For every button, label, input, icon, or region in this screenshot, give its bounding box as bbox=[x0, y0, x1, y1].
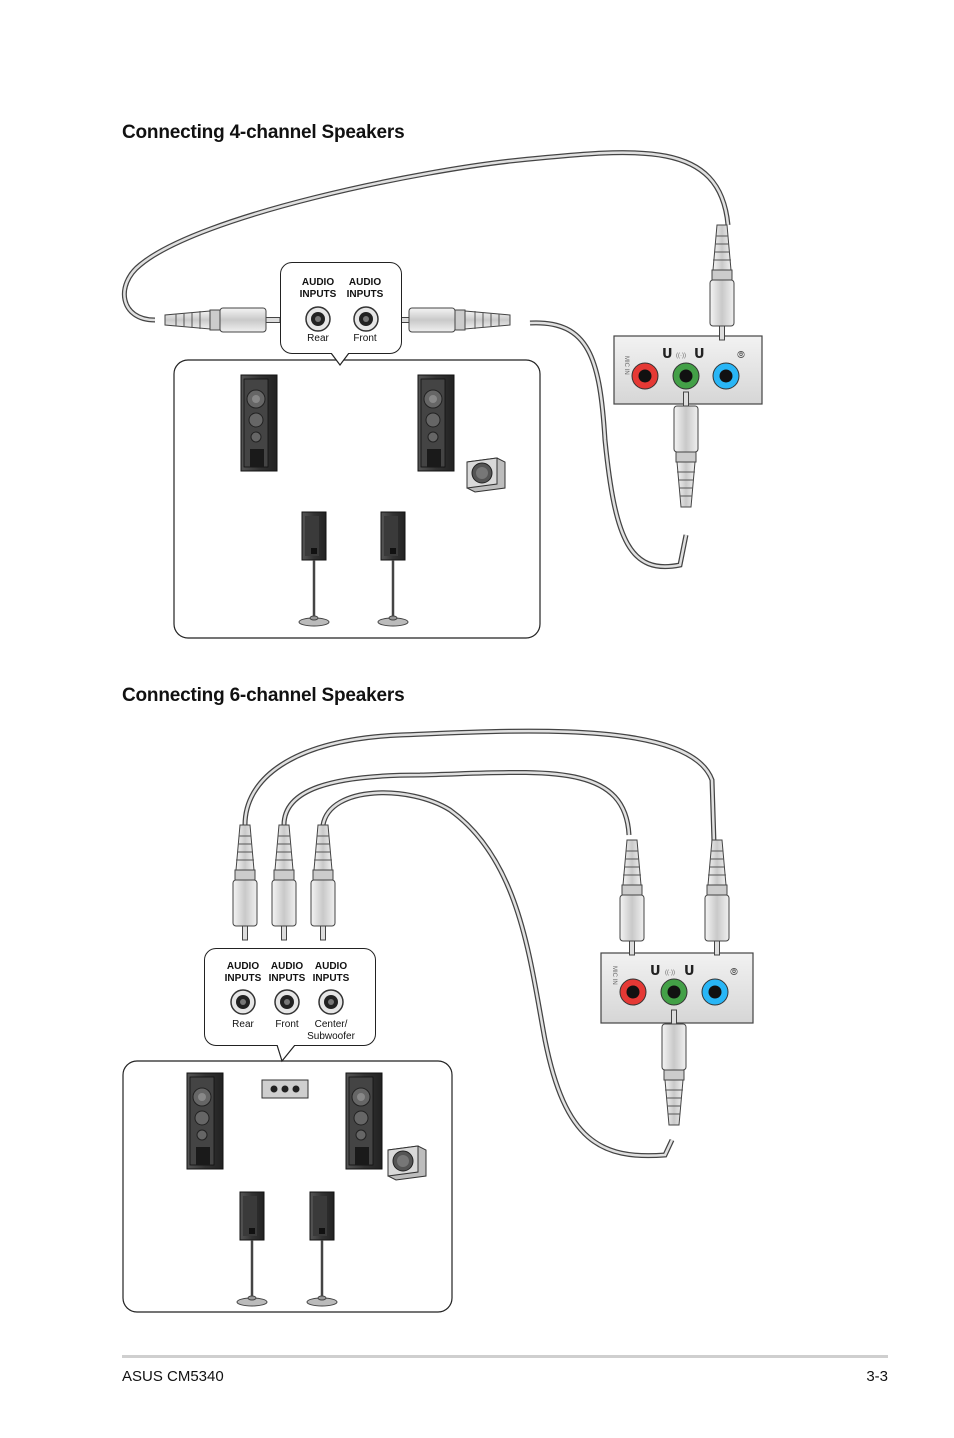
jack-label-top: AUDIO bbox=[226, 961, 260, 972]
audio-inputs-callout-4ch: AUDIO INPUTS AUDIO INPUTS Rear Front bbox=[280, 262, 402, 354]
footer-product-name: ASUS CM5340 bbox=[122, 1368, 224, 1385]
svg-text:U: U bbox=[662, 347, 673, 362]
jack-label-top: AUDIO bbox=[348, 277, 382, 288]
svg-text:U: U bbox=[684, 964, 695, 979]
speaker-set-4ch bbox=[173, 359, 541, 639]
jack-label-center: Center/ bbox=[314, 1019, 348, 1030]
jack-label-front: Front bbox=[353, 333, 377, 344]
footer-page-number: 3-3 bbox=[866, 1368, 888, 1385]
section-title-6ch: Connecting 6-channel Speakers bbox=[122, 685, 405, 706]
jack-label-rear: Rear bbox=[307, 333, 329, 344]
jack-label-mid: INPUTS bbox=[346, 289, 384, 300]
svg-text:⦾: ⦾ bbox=[737, 350, 745, 361]
jack-label-top: AUDIO bbox=[270, 961, 304, 972]
svg-text:U: U bbox=[650, 964, 661, 979]
jack-label-top: AUDIO bbox=[301, 277, 335, 288]
svg-text:U: U bbox=[694, 347, 705, 362]
callout-pointer bbox=[276, 1045, 296, 1063]
jack-label-top: AUDIO bbox=[314, 961, 348, 972]
audio-inputs-callout-6ch: AUDIO INPUTS AUDIO INPUTS AUDIO INPUTS R… bbox=[204, 948, 376, 1046]
jack-label-rear: Rear bbox=[232, 1019, 254, 1030]
callout-pointer bbox=[330, 353, 350, 366]
jack-label-front: Front bbox=[275, 1019, 299, 1030]
svg-text:MIC IN: MIC IN bbox=[611, 966, 617, 985]
jack-label-mid: INPUTS bbox=[224, 973, 262, 984]
section-title-4ch: Connecting 4-channel Speakers bbox=[122, 122, 405, 143]
jack-label-mid: INPUTS bbox=[299, 289, 337, 300]
svg-text:((·)): ((·)) bbox=[665, 970, 675, 976]
speaker-set-6ch bbox=[122, 1060, 453, 1313]
svg-text:MIC IN: MIC IN bbox=[623, 356, 629, 375]
jack-label-mid: INPUTS bbox=[312, 973, 350, 984]
svg-text:((·)): ((·)) bbox=[676, 353, 686, 359]
svg-text:⦾: ⦾ bbox=[730, 967, 738, 978]
footer-rule bbox=[122, 1355, 888, 1358]
jack-label-subwoofer: Subwoofer bbox=[307, 1031, 355, 1042]
jack-label-mid: INPUTS bbox=[268, 973, 306, 984]
